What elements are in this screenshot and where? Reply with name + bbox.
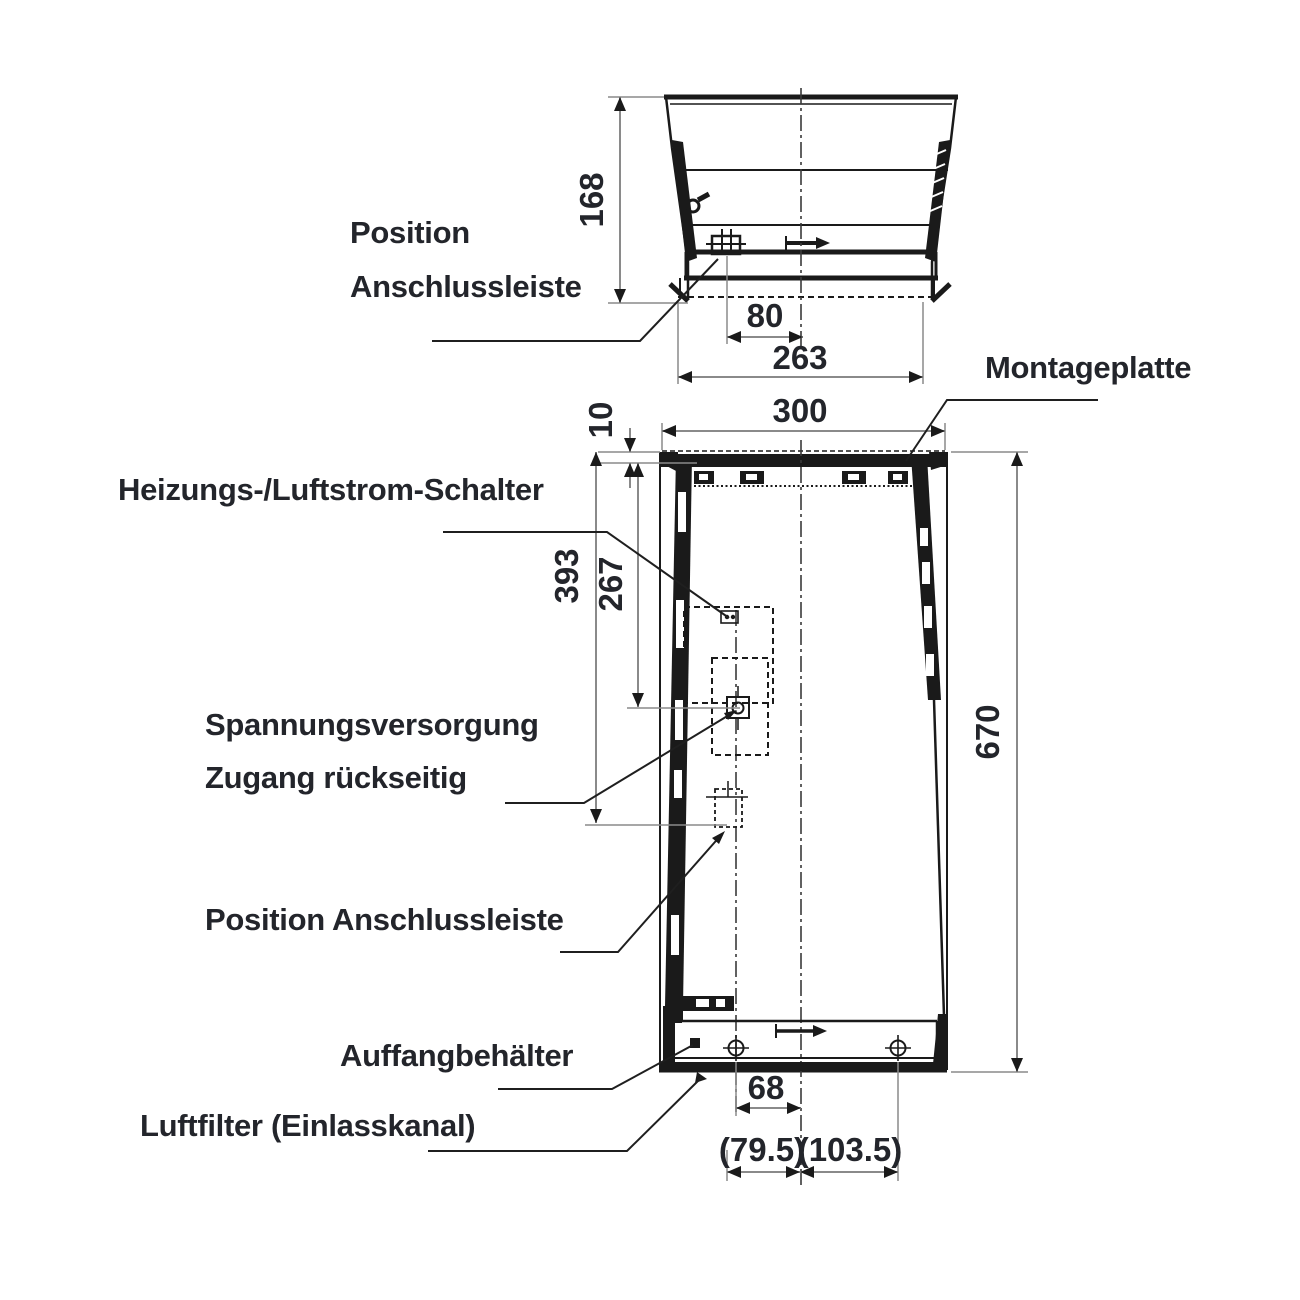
dim-79-5-value: (79.5) <box>719 1131 805 1168</box>
terminal-top-label-line2: Anschlussleiste <box>350 269 582 304</box>
screw-right <box>885 1035 911 1061</box>
top-view-corner-right <box>930 282 952 303</box>
drain-outlet-square <box>690 1038 700 1048</box>
terminal-block-main <box>706 781 748 828</box>
main-corner-left <box>661 452 678 472</box>
callout-terminal-top: Position Anschlussleiste <box>350 215 719 342</box>
top-view-bottom-ticks <box>679 278 935 297</box>
dim-670-value: 670 <box>969 704 1006 759</box>
main-top-band <box>661 454 946 467</box>
right-wall-lower-line <box>932 699 946 1017</box>
main-view: 300 10 393 267 <box>118 350 1192 1186</box>
callout-heater-switch: Heizungs-/Luftstrom-Schalter <box>118 472 730 619</box>
power-supply-label-line2: Zugang rückseitig <box>205 760 467 795</box>
top-view-front-caps <box>684 252 938 278</box>
drain-hole-detail <box>685 198 701 214</box>
center-arrow-head <box>816 237 830 249</box>
callout-terminal-main: Position Anschlussleiste <box>205 831 725 953</box>
mounting-plate-label: Montageplatte <box>985 350 1191 385</box>
terminal-top-leader <box>432 258 719 342</box>
power-supply-leader-arrow <box>724 710 737 720</box>
dim-300: 300 <box>661 392 946 450</box>
power-supply-leader <box>505 711 735 804</box>
left-wall-slots <box>671 492 686 955</box>
heater-switch-leader <box>443 531 730 619</box>
top-view-corner-left <box>668 282 690 303</box>
dim-80-value: 80 <box>747 297 784 334</box>
callout-mounting-plate: Montageplatte <box>905 350 1192 462</box>
dim-168-value: 168 <box>573 172 610 227</box>
screw-left <box>723 1035 749 1061</box>
dim-10: 10 <box>582 402 697 488</box>
dim-300-value: 300 <box>772 392 827 429</box>
mounting-plate <box>694 471 918 487</box>
dim-80: 80 <box>726 256 803 344</box>
bottom-tray <box>659 1019 947 1083</box>
dim-68-value: 68 <box>748 1069 785 1106</box>
terminal-top-label-line1: Position <box>350 215 470 250</box>
air-filter-leader <box>428 1077 702 1152</box>
power-access-dashed <box>711 657 769 756</box>
mounting-plate-clips <box>694 471 908 484</box>
dim-68: 68 <box>735 1062 801 1116</box>
switch-area-dashed <box>683 606 774 704</box>
right-wall-slots <box>920 528 934 676</box>
right-wall <box>911 456 947 1064</box>
dim-168: 168 <box>573 96 688 304</box>
dim-393: 393 <box>548 452 727 826</box>
dim-79-5-and-103-5: (79.5) (103.5) <box>719 1062 902 1181</box>
dim-267-value: 267 <box>592 556 629 611</box>
terminal-main-label: Position Anschlussleiste <box>205 902 564 937</box>
main-corner-right <box>929 452 947 470</box>
air-filter-label: Luftfilter (Einlasskanal) <box>140 1108 475 1143</box>
top-view-right-wall <box>925 140 950 262</box>
terminal-main-leader <box>560 833 723 953</box>
bottom-band <box>659 1062 947 1071</box>
dim-263-value: 263 <box>772 339 827 376</box>
drain-tank-leader <box>498 1044 694 1090</box>
dim-267: 267 <box>592 463 740 709</box>
drain-hole-tab <box>696 191 711 203</box>
dim-393-value: 393 <box>548 548 585 603</box>
tray-arrow-head <box>813 1025 827 1037</box>
dim-103-5-value: (103.5) <box>798 1131 903 1168</box>
callout-power-supply: Spannungsversorgung Zugang rückseitig <box>205 707 737 804</box>
callout-air-filter: Luftfilter (Einlasskanal) <box>140 1077 702 1152</box>
drain-tank-label: Auffangbehälter <box>340 1038 573 1073</box>
drain-tank-bracket <box>672 996 734 1023</box>
top-view: 168 80 263 Position Anschlussleiste <box>350 88 958 384</box>
power-supply-label-line1: Spannungsversorgung <box>205 707 539 742</box>
callout-drain-tank: Auffangbehälter <box>340 1038 694 1090</box>
dim-670: 670 <box>951 451 1028 1073</box>
dim-10-value: 10 <box>582 402 619 439</box>
terminal-block-cross <box>706 229 746 255</box>
mounting-plate-leader <box>905 399 1098 462</box>
dim-263: 263 <box>677 302 924 384</box>
terminal-main-leader-arrow <box>712 831 725 844</box>
left-wall <box>663 456 692 1066</box>
heater-switch-label: Heizungs-/Luftstrom-Schalter <box>118 472 544 507</box>
